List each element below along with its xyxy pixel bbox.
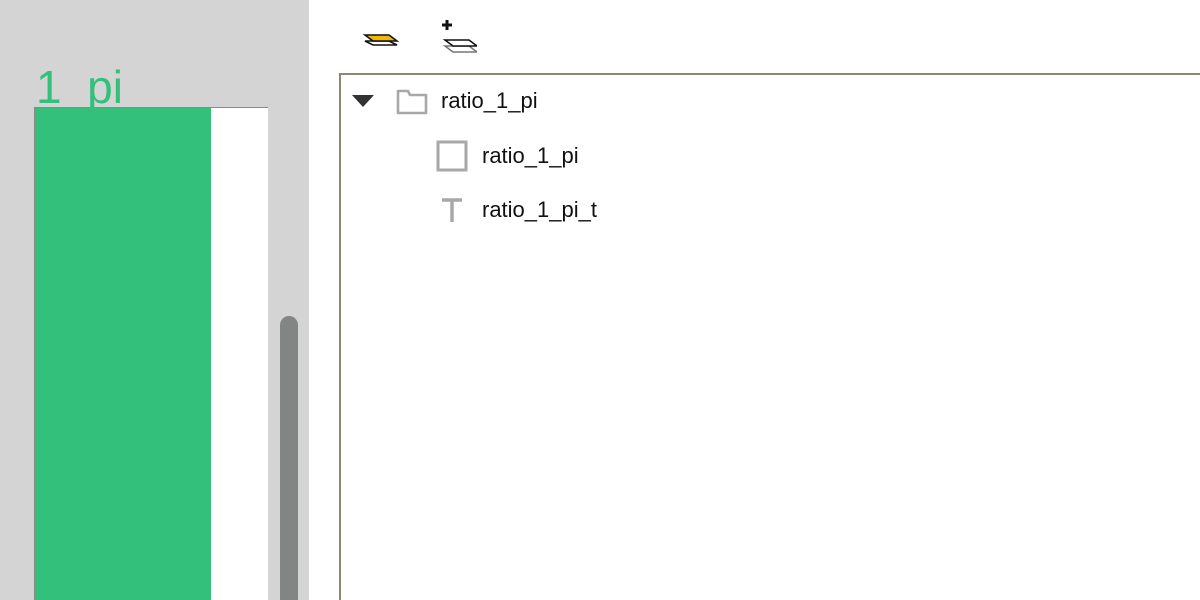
tree-group-row[interactable]: ratio_1_pi: [351, 81, 538, 121]
add-layer-icon: [437, 16, 477, 56]
rectangle-icon: [436, 140, 468, 172]
tree-item-label: ratio_1_pi: [482, 143, 579, 168]
scrollbar-thumb[interactable]: [280, 316, 298, 600]
tree-item-label: ratio_1_pi_t: [482, 197, 597, 222]
canvas-rectangle-shape[interactable]: [35, 108, 211, 600]
chevron-down-icon[interactable]: [351, 94, 375, 108]
layers-icon: [359, 21, 399, 51]
tree-item-text[interactable]: ratio_1_pi_t: [436, 190, 597, 230]
tree-item-rectangle[interactable]: ratio_1_pi: [436, 136, 579, 176]
canvas-area[interactable]: 1_pi: [0, 0, 268, 600]
layers-button[interactable]: [355, 14, 403, 58]
layers-tree: ratio_1_pi ratio_1_pi ratio_1_pi_t: [339, 73, 1200, 600]
add-layer-button[interactable]: [433, 14, 481, 58]
layers-toolbar: [309, 0, 1200, 72]
vertical-scrollbar[interactable]: [269, 0, 309, 600]
layers-panel: ratio_1_pi ratio_1_pi ratio_1_pi_t: [309, 0, 1200, 600]
tree-group-label: ratio_1_pi: [441, 88, 538, 113]
canvas-page[interactable]: [34, 107, 268, 600]
canvas-text-shape[interactable]: 1_pi: [36, 61, 123, 113]
folder-icon: [395, 87, 429, 115]
text-icon: [436, 194, 468, 226]
